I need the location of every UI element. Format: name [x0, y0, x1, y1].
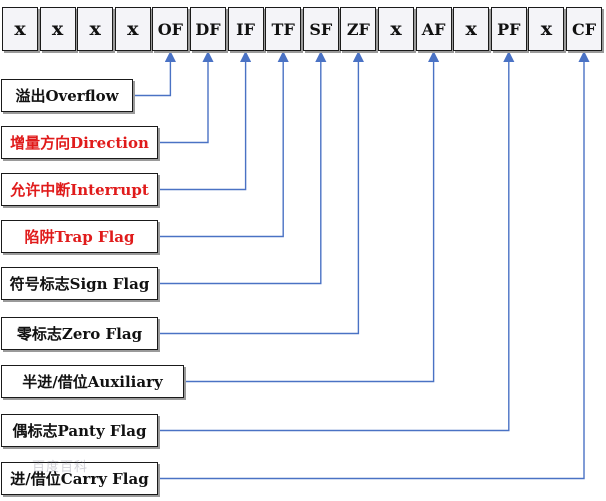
flag-label-pf: 偶标志Panty Flag [1, 414, 158, 447]
flag-label-sf: 符号标志Sign Flag [1, 267, 158, 300]
connector-of [133, 50, 176, 97]
flag-bit-df: DF [190, 7, 226, 51]
connector-cf [158, 50, 590, 480]
reserved-bit-cell: x [77, 7, 114, 51]
flag-bit-sf: SF [302, 7, 339, 51]
reserved-bit-cell: x [114, 7, 151, 51]
flag-bit-of: OF [152, 7, 189, 51]
connector-df [158, 50, 214, 144]
connector-tf [158, 50, 289, 238]
reserved-bit-cell: x [528, 7, 565, 51]
flag-bit-cf: CF [566, 7, 602, 51]
connector-if [158, 50, 252, 191]
flag-label-cf: 进/借位Carry Flag [1, 462, 158, 495]
flag-label-tf: 陷阱Trap Flag [1, 220, 158, 253]
flag-bit-af: AF [415, 7, 452, 51]
reserved-bit-cell: x [378, 7, 414, 51]
flag-label-df: 增量方向Direction [1, 126, 158, 159]
connector-pf [158, 50, 515, 432]
flag-bit-pf: PF [490, 7, 527, 51]
flag-label-if: 允许中断Interrupt [1, 173, 158, 206]
flag-label-af: 半进/借位Auxiliary [1, 365, 184, 398]
flag-bit-zf: ZF [340, 7, 377, 51]
reserved-bit-cell: x [2, 7, 38, 51]
connector-sf [158, 50, 327, 285]
flag-bit-if: IF [227, 7, 264, 51]
connector-zf [158, 50, 364, 335]
flag-label-of: 溢出Overflow [1, 79, 133, 112]
reserved-bit-cell: x [453, 7, 490, 51]
connector-af [184, 50, 440, 383]
flag-label-zf: 零标志Zero Flag [1, 317, 158, 350]
watermark: 百度百科 [32, 460, 89, 475]
reserved-bit-cell: x [39, 7, 76, 51]
flag-bit-tf: TF [265, 7, 302, 51]
